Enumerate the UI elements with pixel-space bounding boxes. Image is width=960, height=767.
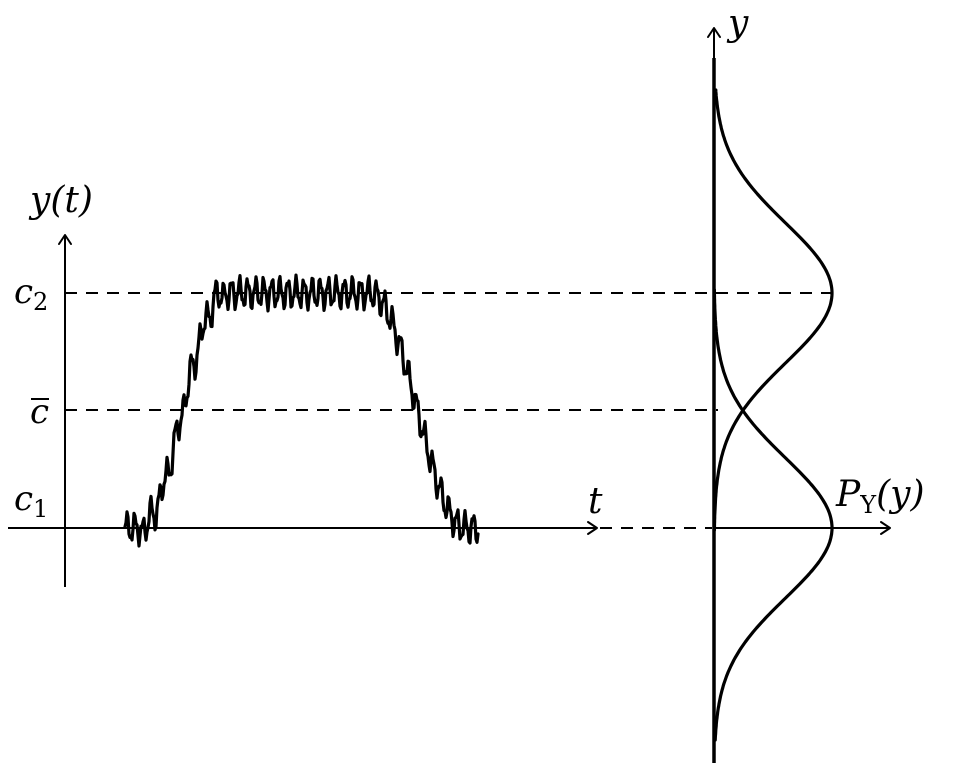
distribution-panel: y PY(y)	[707, 3, 925, 763]
level-c1-label: c1	[14, 479, 48, 523]
svg-text:c: c	[30, 392, 49, 432]
level-cbar-label: c	[30, 392, 49, 432]
time-y-axis-arrowhead	[58, 234, 72, 245]
signal-curve	[123, 273, 480, 548]
dist-y-axis-arrowhead	[707, 27, 721, 38]
time-signal-panel: y(t) t c2 c c1	[8, 180, 603, 587]
t-axis-label: t	[588, 481, 603, 522]
dist-p-axis-arrowhead	[880, 521, 891, 535]
dist-y-label: y	[726, 3, 749, 44]
time-axis-label: y(t)	[28, 180, 93, 221]
distribution-peak-c1	[712, 288, 834, 742]
distribution-peak-c2	[712, 88, 834, 532]
level-c2-label: c2	[14, 272, 48, 316]
time-t-axis-arrowhead	[587, 521, 598, 535]
dist-p-label: PY(y)	[835, 474, 925, 519]
level-guides	[65, 292, 832, 529]
